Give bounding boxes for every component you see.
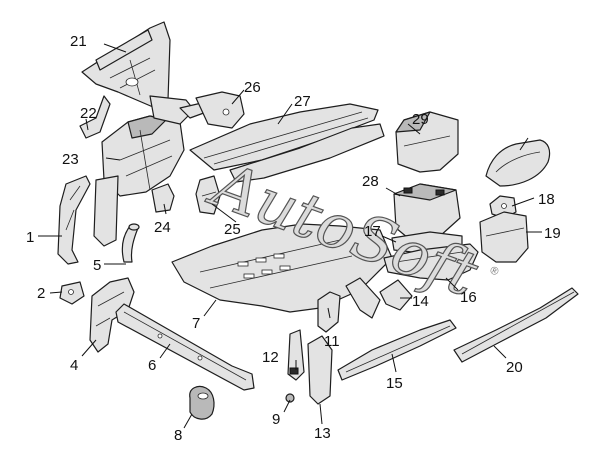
part-11-bracket [287,329,305,381]
part-25-cowl-bracket [195,91,245,129]
part-14-sill [337,319,457,381]
part-24-bracket [195,175,221,215]
callout-17: 18 [538,191,555,208]
callout-6: 6 [148,357,156,374]
callout-8: 8 [174,427,182,444]
callout-19: 20 [506,359,523,376]
callout-11: 12 [262,349,279,366]
callout-numbers: 21 22 23 1 2 5 4 6 7 8 9 12 13 11 15 14 … [26,33,561,444]
callout-27: 28 [362,173,379,190]
part-7-floor-pan [171,223,393,313]
part-1-side-rail [57,175,91,265]
callout-1: 1 [26,229,34,246]
part-13-brackets [345,277,413,319]
part-19-side-sill [453,287,579,363]
callout-10: 11 [324,333,340,350]
part-2-clip [59,281,85,305]
part-5-hose [121,223,140,263]
callout-12: 13 [314,425,331,442]
callout-24: 25 [224,221,241,238]
callout-20: 21 [70,33,87,50]
part-22-side-member [93,95,213,247]
callout-23: 24 [154,219,171,236]
callout-28: 29 [412,111,429,128]
callout-16: 17 [364,223,381,240]
callout-5: 5 [93,257,101,274]
callout-15: 16 [460,289,477,306]
callout-26: 27 [294,93,311,110]
watermark-registered-mark: ® [488,264,500,278]
part-27-battery [393,183,461,239]
callout-25: 26 [244,79,261,96]
part-23-bracket [151,183,175,213]
part-18-air-box [479,211,529,263]
part-8-mount [189,385,215,420]
part-12-bracket [307,335,333,405]
callout-14: 15 [386,375,403,392]
part-26-floor-rail [189,103,385,183]
part-29-air-box-cover [485,139,551,187]
callout-13: 14 [412,293,429,310]
callout-7: 7 [192,315,200,332]
callout-18: 19 [544,225,561,242]
callout-2: 2 [37,285,45,302]
part-20-upper-pillar-panel [81,21,171,111]
part-15-tray-bracket [383,243,479,281]
callout-21: 22 [80,105,97,122]
part-9-clip [285,393,295,403]
callout-4: 4 [70,357,78,374]
callout-9: 9 [272,411,280,428]
callout-22: 23 [62,151,79,168]
leader-lines [38,43,542,429]
part-6-crossmember [115,303,255,391]
